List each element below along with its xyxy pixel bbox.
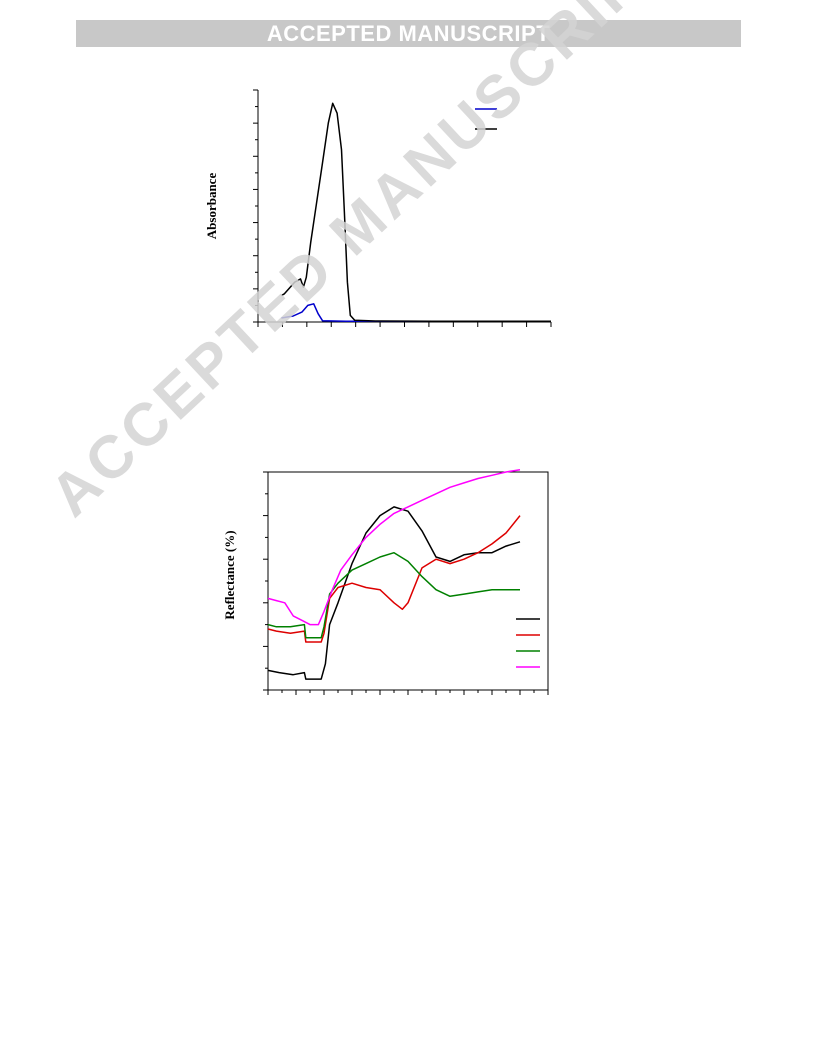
series-line <box>267 469 521 626</box>
plot-frame <box>267 471 549 691</box>
y-axis-title: Reflectance (%) <box>222 530 237 619</box>
accepted-manuscript-banner: ACCEPTED MANUSCRIPT <box>76 20 741 47</box>
series-line <box>267 551 520 639</box>
series-line <box>281 102 551 323</box>
series-line <box>267 515 521 643</box>
y-axis-title: Absorbance <box>204 173 219 240</box>
series-line <box>267 506 521 680</box>
